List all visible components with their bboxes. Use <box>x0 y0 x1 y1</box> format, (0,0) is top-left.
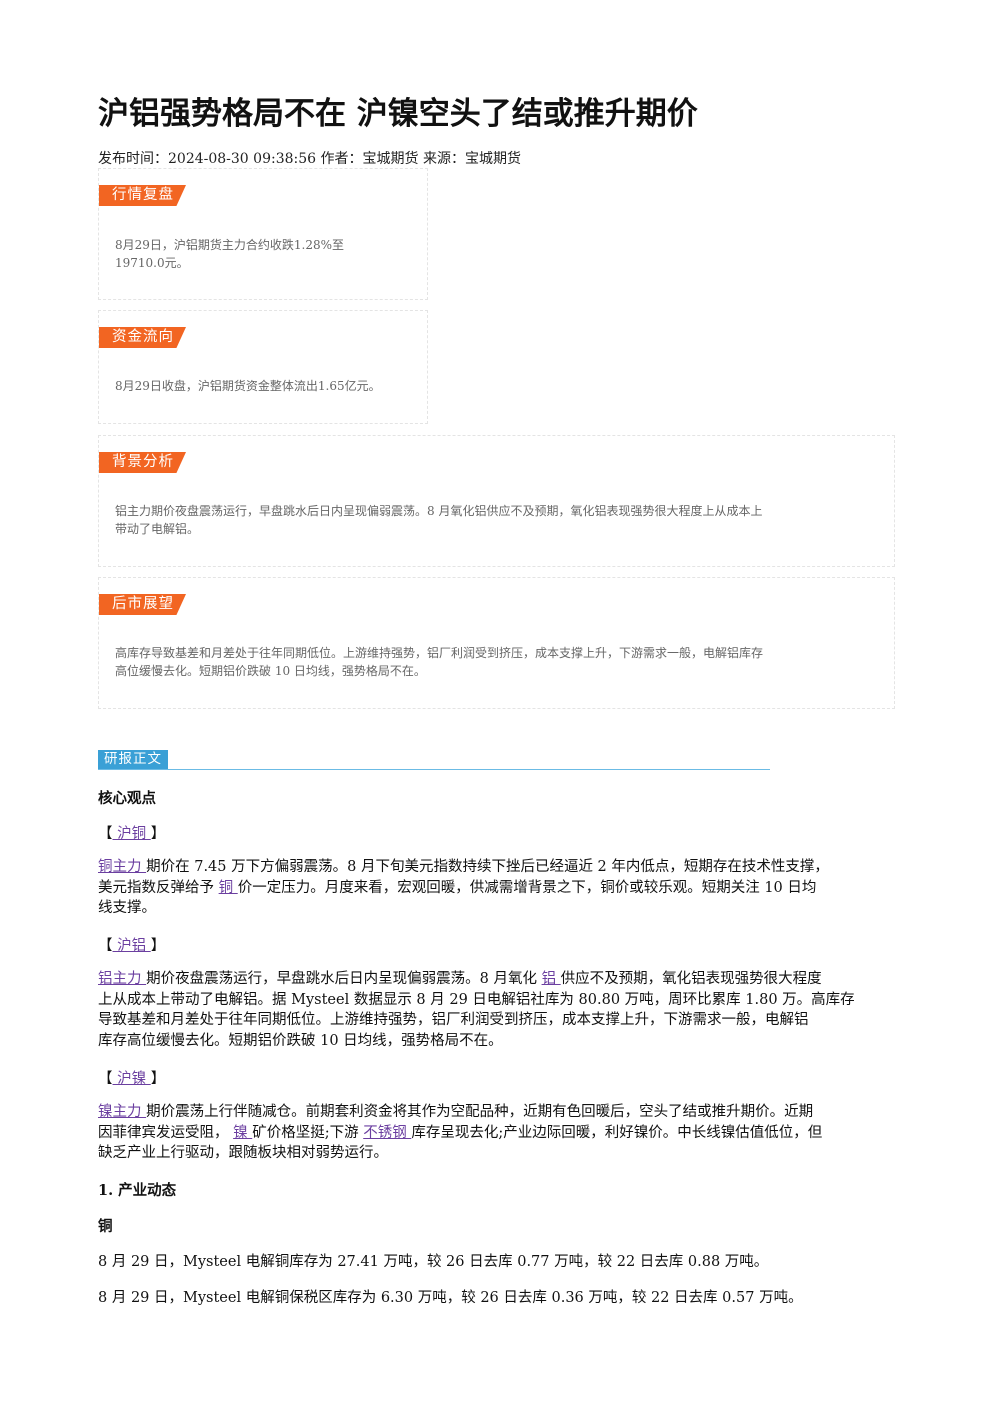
copper-main-link[interactable]: 铜主力 <box>98 859 147 875</box>
article-title: 沪铝强势格局不在 沪镍空头了结或推升期价 <box>98 96 698 132</box>
stainless-steel-link[interactable]: 不锈钢 <box>363 1124 412 1141</box>
market-review-box: 行情复盘 8月29日，沪铝期货主力合约收跌1.28%至 19710.0元。 <box>98 168 428 300</box>
nickel-text-2c: 库存呈现去化;产业边际回暖，利好镍价。中长线镍估值低位，但 <box>411 1124 823 1141</box>
background-analysis-line-1: 铝主力期价夜盘震荡运行，早盘跳水后日内呈现偏弱震荡。8 月氧化铝供应不及预期，氧… <box>115 504 763 518</box>
market-review-text: 8月29日，沪铝期货主力合约收跌1.28%至 19710.0元。 <box>115 236 344 272</box>
outlook-line-1: 高库存导致基差和月差处于往年同期低位。上游维持强势，铝厂利润受到挤压，成本支撑上… <box>115 646 764 660</box>
industry-paragraph-1: 8 月 29 日，Mysteel 电解铜库存为 27.41 万吨，较 26 日去… <box>98 1254 769 1270</box>
market-review-line-2: 19710.0元。 <box>115 256 189 270</box>
aluminum-main-link[interactable]: 铝主力 <box>98 971 147 987</box>
market-review-tag: 行情复盘 <box>99 185 186 206</box>
aluminum-text-4: 库存高位缓慢去化。短期铝价跌破 10 日均线，强势格局不在。 <box>98 1033 503 1050</box>
report-body-header: 研报正文 <box>98 750 770 770</box>
report-body-label: 研报正文 <box>98 750 168 769</box>
industry-paragraph-2: 8 月 29 日，Mysteel 电解铜保税区库存为 6.30 万吨，较 26 … <box>98 1290 803 1306</box>
report-body-divider <box>98 769 770 770</box>
background-analysis-line-2: 带动了电解铝。 <box>115 522 200 536</box>
background-analysis-text: 铝主力期价夜盘震荡运行，早盘跳水后日内呈现偏弱震荡。8 月氧化铝供应不及预期，氧… <box>115 502 762 538</box>
outlook-text: 高库存导致基差和月差处于往年同期低位。上游维持强势，铝厂利润受到挤压，成本支撑上… <box>115 644 763 680</box>
aluminum-section-heading: 【 沪铝 】 <box>98 934 165 955</box>
article-meta: 发布时间：2024-08-30 09:38:56 作者：宝城期货 来源：宝城期货 <box>98 151 521 167</box>
nickel-text-1: 期价震荡上行伴随减仓。前期套利资金将其作为空配品种，近期有色回暖后，空头了结或推… <box>146 1104 814 1120</box>
bracket-open: 【 <box>98 938 113 954</box>
copper-text-1: 期价在 7.45 万下方偏弱震荡。8 月下旬美元指数持续下挫后已经逼近 2 年内… <box>146 859 829 875</box>
copper-section-heading: 【 沪铜 】 <box>98 822 165 843</box>
fund-flow-line-1: 8月29日收盘，沪铝期货资金整体流出1.65亿元。 <box>115 379 381 393</box>
bracket-close: 】 <box>150 1071 166 1087</box>
nickel-paragraph: 镍主力 期价震荡上行伴随减仓。前期套利资金将其作为空配品种，近期有色回暖后，空头… <box>98 1102 894 1164</box>
nickel-text-2b: 矿价格坚挺;下游 <box>252 1124 364 1141</box>
aluminum-paragraph: 铝主力 期价夜盘震荡运行，早盘跳水后日内呈现偏弱震荡。8 月氧化 铝 供应不及预… <box>98 969 894 1052</box>
market-review-line-1: 8月29日，沪铝期货主力合约收跌1.28%至 <box>115 238 345 252</box>
bracket-close: 】 <box>150 938 166 954</box>
copper-subheading: 铜 <box>98 1218 113 1235</box>
copper-text-2b: 价一定压力。月度来看，宏观回暖，供减需增背景之下，铜价或较乐观。短期关注 10 … <box>237 879 817 896</box>
aluminum-text-1b: 供应不及预期，氧化铝表现强势很大程度 <box>560 971 822 987</box>
nickel-main-link[interactable]: 镍主力 <box>98 1104 147 1120</box>
copper-text-3: 线支撑。 <box>98 900 156 917</box>
nickel-section-heading: 【 沪镍 】 <box>98 1067 165 1088</box>
background-analysis-box: 背景分析 铝主力期价夜盘震荡运行，早盘跳水后日内呈现偏弱震荡。8 月氧化铝供应不… <box>98 435 895 567</box>
outlook-line-2: 高位缓慢去化。短期铝价跌破 10 日均线，强势格局不在。 <box>115 664 426 678</box>
bracket-open: 【 <box>98 826 113 842</box>
nickel-link[interactable]: 沪镍 <box>112 1071 151 1087</box>
outlook-tag: 后市展望 <box>99 594 186 615</box>
nickel-inline-link[interactable]: 镍 <box>233 1124 253 1141</box>
copper-link[interactable]: 沪铜 <box>112 826 151 842</box>
aluminum-text-2: 上从成本上带动了电解铝。据 Mysteel 数据显示 8 月 29 日电解铝社库… <box>98 991 855 1008</box>
bracket-close: 】 <box>150 826 166 842</box>
bracket-open: 【 <box>98 1071 113 1087</box>
aluminum-inline-link[interactable]: 铝 <box>541 971 561 987</box>
nickel-text-3: 缺乏产业上行驱动，跟随板块相对弱势运行。 <box>98 1145 388 1162</box>
aluminum-link[interactable]: 沪铝 <box>112 938 151 954</box>
fund-flow-tag: 资金流向 <box>99 327 186 348</box>
outlook-box: 后市展望 高库存导致基差和月差处于往年同期低位。上游维持强势，铝厂利润受到挤压，… <box>98 577 895 709</box>
nickel-text-2a: 因菲律宾发运受阻， <box>98 1124 234 1141</box>
aluminum-text-3: 导致基差和月差处于往年同期低位。上游维持强势，铝厂利润受到挤压，成本支撑上升，下… <box>98 1012 809 1029</box>
industry-heading: 1. 产业动态 <box>98 1182 177 1199</box>
core-views-heading: 核心观点 <box>98 790 156 807</box>
copper-inline-link[interactable]: 铜 <box>218 879 238 896</box>
background-analysis-tag: 背景分析 <box>99 452 186 473</box>
fund-flow-text: 8月29日收盘，沪铝期货资金整体流出1.65亿元。 <box>115 377 381 395</box>
aluminum-text-1a: 期价夜盘震荡运行，早盘跳水后日内呈现偏弱震荡。8 月氧化 <box>146 971 542 987</box>
copper-text-2a: 美元指数反弹给予 <box>98 879 219 896</box>
copper-paragraph: 铜主力 期价在 7.45 万下方偏弱震荡。8 月下旬美元指数持续下挫后已经逼近 … <box>98 857 894 919</box>
fund-flow-box: 资金流向 8月29日收盘，沪铝期货资金整体流出1.65亿元。 <box>98 310 428 424</box>
